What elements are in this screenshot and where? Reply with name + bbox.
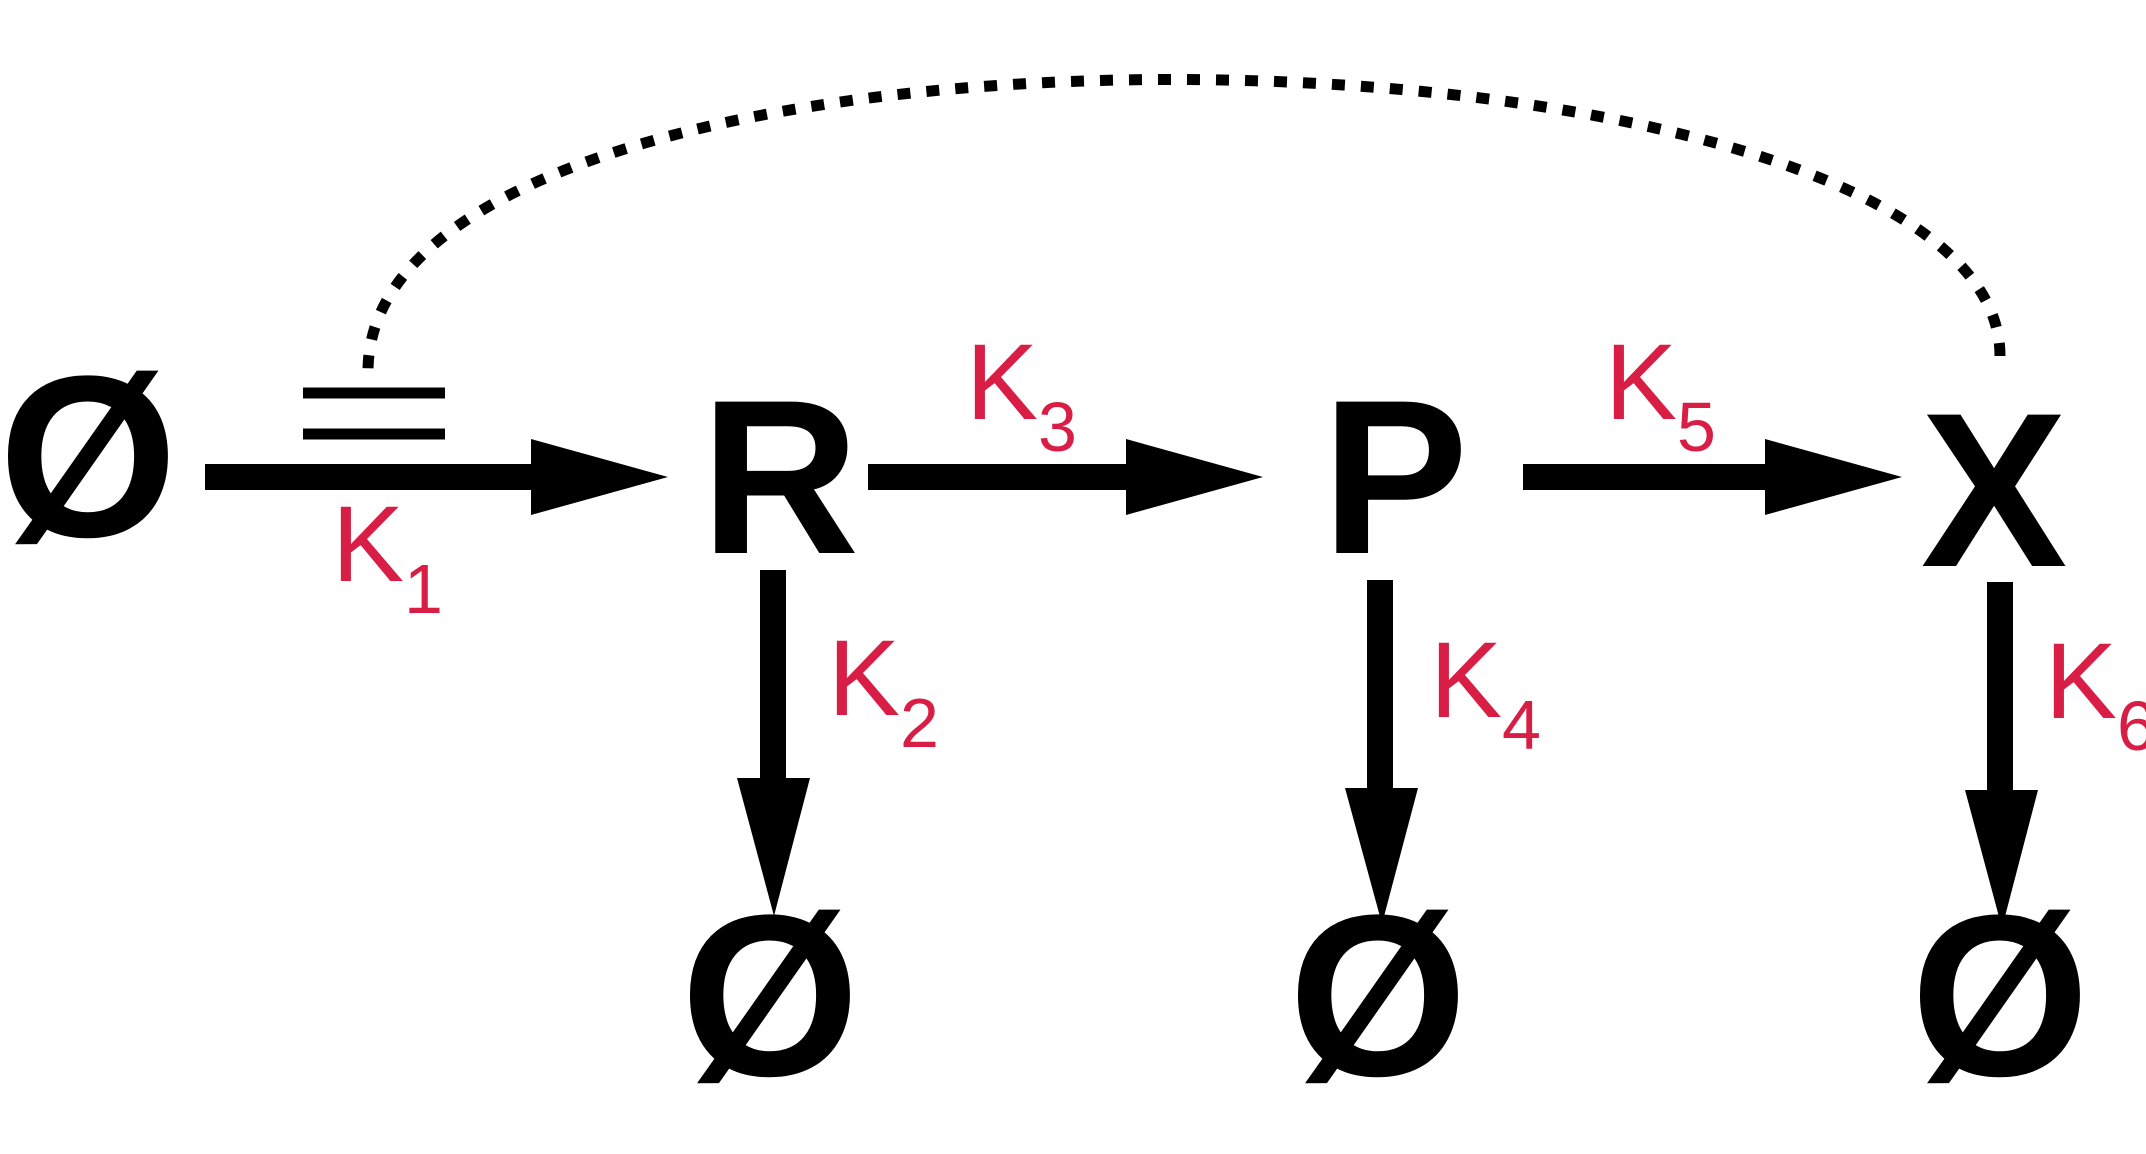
rate-label-k4: K4 (1430, 619, 1541, 764)
rate-label-k1: K1 (332, 483, 443, 628)
feedback-dotted-arc (362, 73, 2006, 371)
degradation-arrow-r (737, 570, 810, 916)
rate-label-k6: K6 (2045, 620, 2146, 765)
sink-empty-set-p: Ø (1289, 867, 1468, 1124)
sink-empty-set-r: Ø (681, 867, 860, 1124)
rate-label-k3: K3 (966, 321, 1077, 466)
sink-empty-set-x: Ø (1911, 867, 2090, 1124)
production-arrow-r (205, 439, 668, 515)
feedback-inhibition (303, 73, 2006, 440)
rate-label-k5: K5 (1605, 321, 1716, 466)
species-p: P (1322, 354, 1469, 600)
source-empty-set: Ø (0, 328, 177, 585)
conversion-arrow-p-to-x (1523, 439, 1902, 515)
species-x: X (1921, 367, 2068, 613)
conversion-arrow-r-to-p (868, 439, 1263, 515)
rate-label-k2: K2 (828, 617, 939, 762)
degradation-arrow-x (1965, 582, 2038, 928)
degradation-arrow-p (1345, 580, 1418, 924)
species-r: R (701, 354, 860, 600)
